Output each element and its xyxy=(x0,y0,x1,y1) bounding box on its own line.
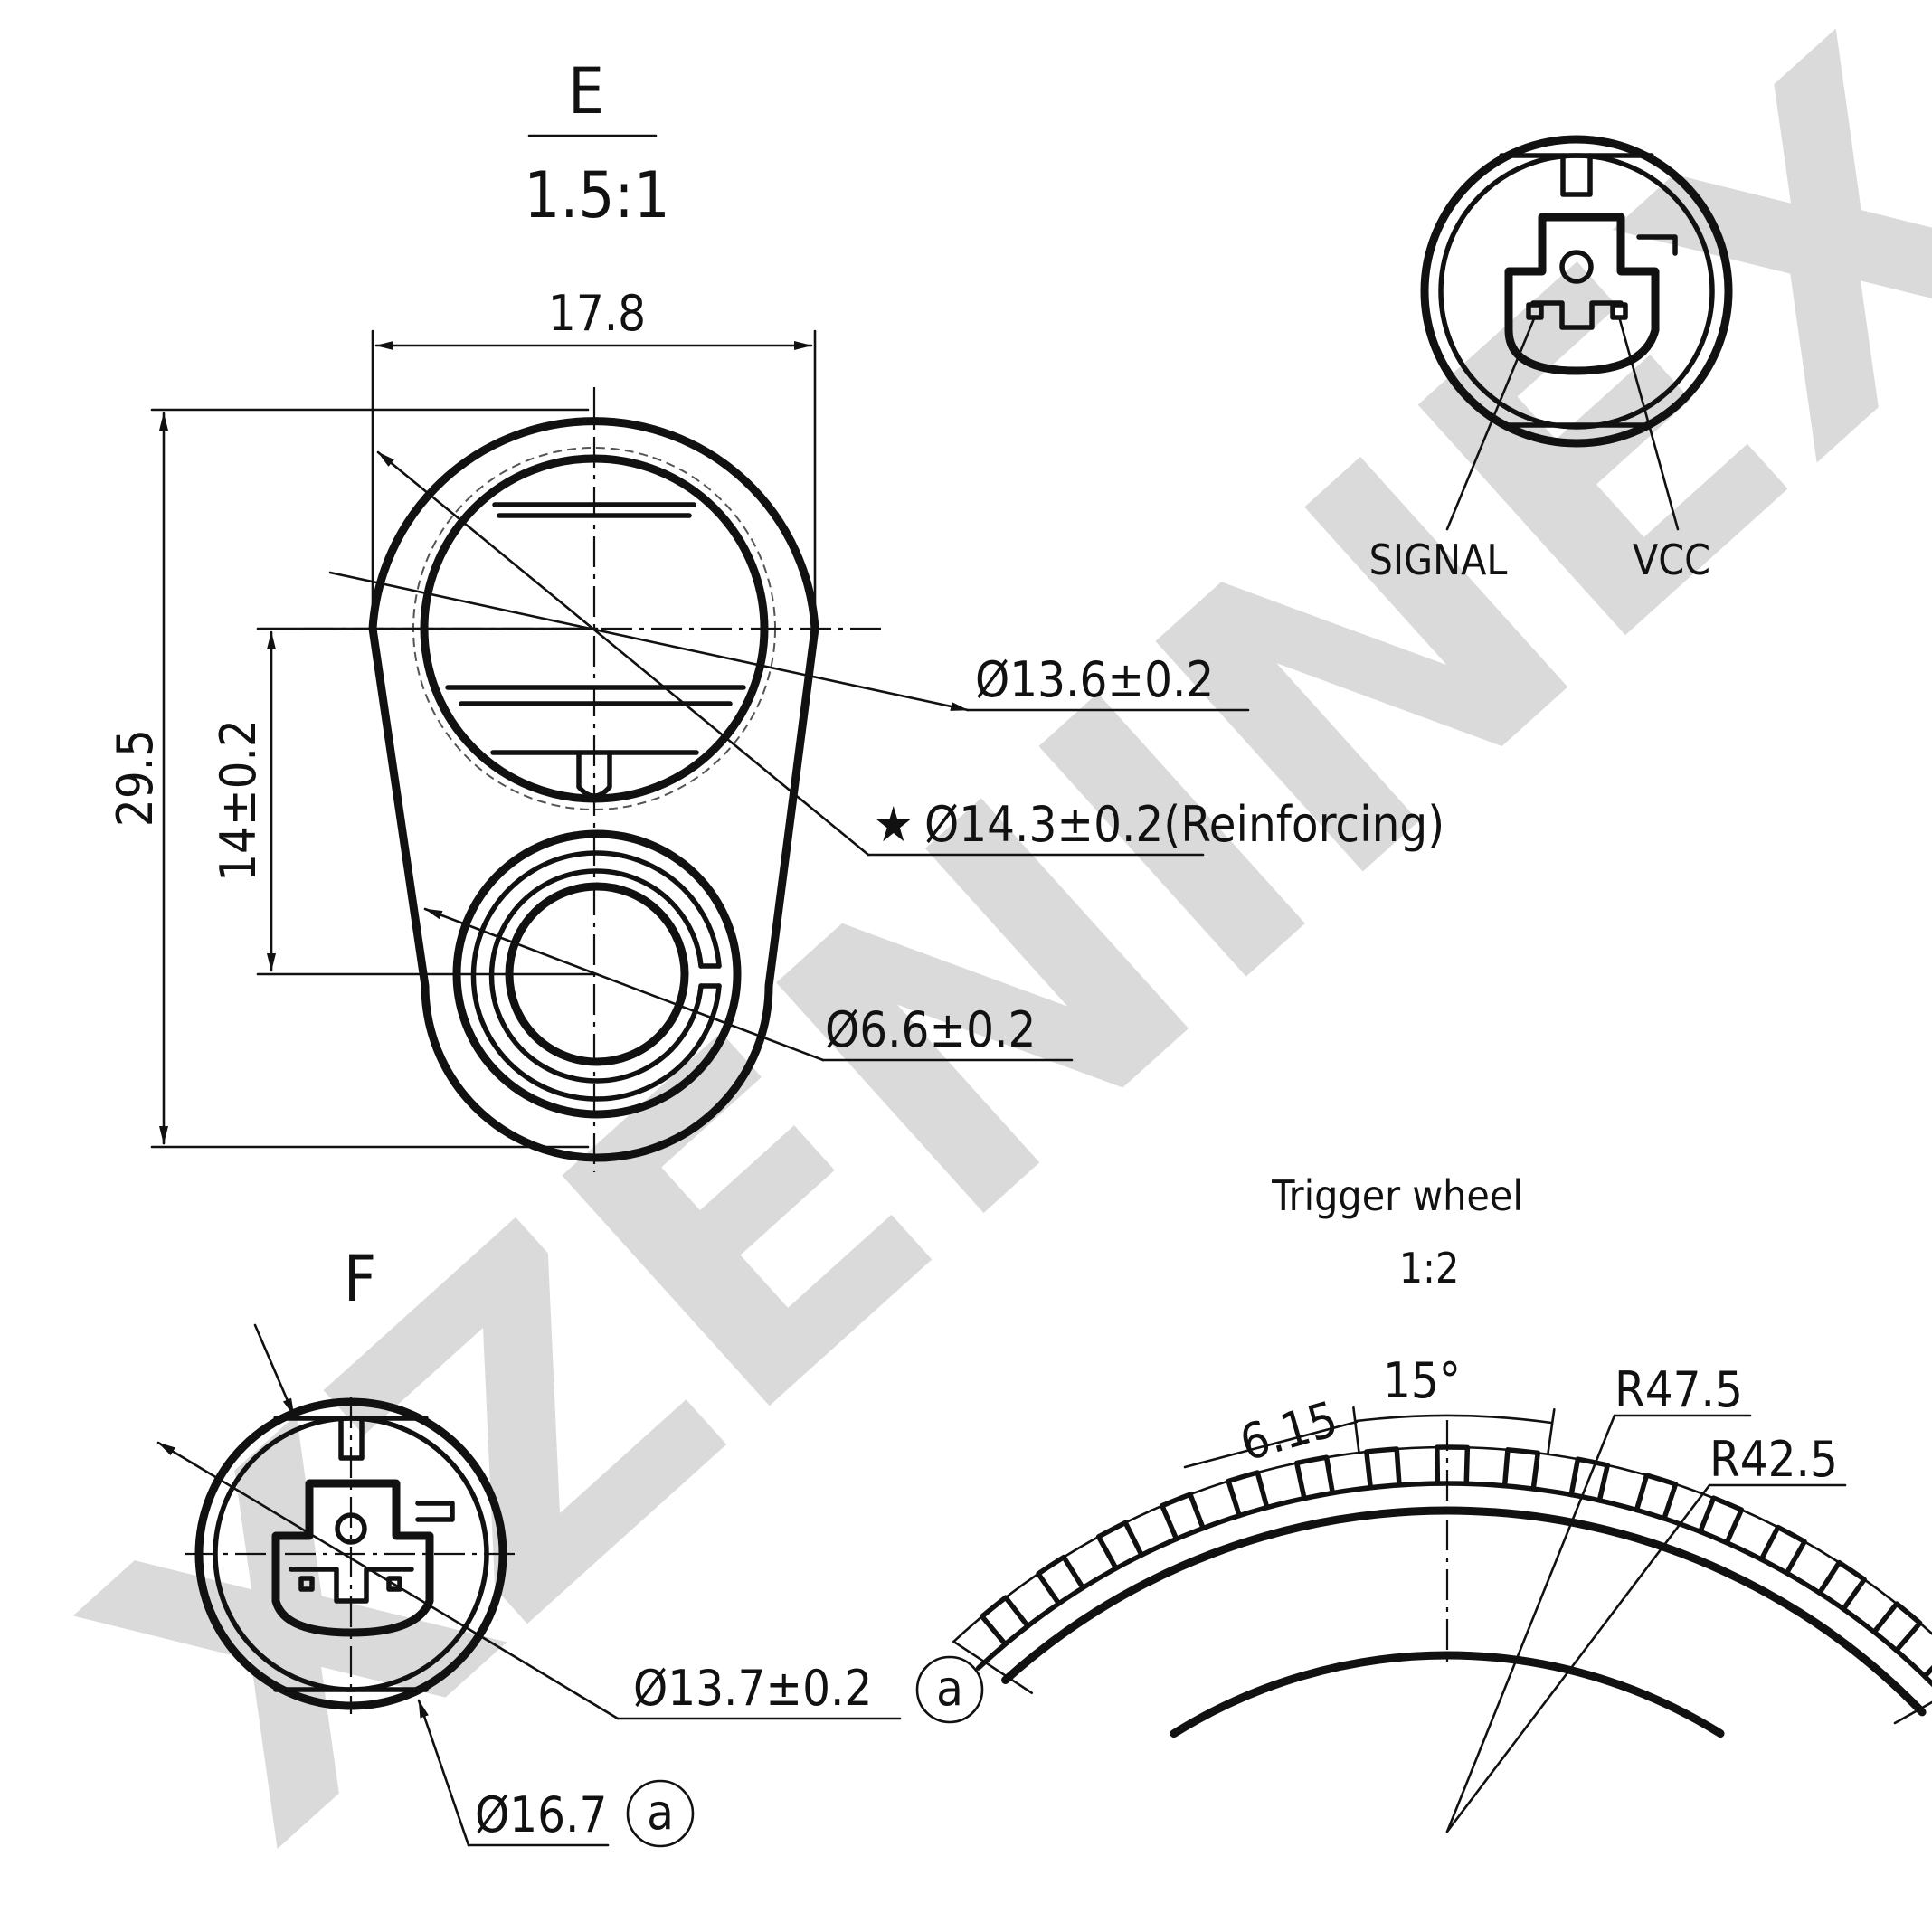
pinout-outer-ring xyxy=(1420,135,1733,448)
wheel-tooth xyxy=(1435,1444,1471,1487)
inner-radius-leader xyxy=(1445,1483,1711,1833)
angle-ext-right xyxy=(1547,1407,1556,1456)
wheel-tooth xyxy=(1922,1664,1932,1680)
tooth-dim-line xyxy=(1183,1420,1359,1469)
wheel-tooth xyxy=(1634,1473,1679,1521)
trigger-wheel-scale: 1:2 xyxy=(1399,1244,1460,1293)
wheel-tooth xyxy=(1568,1456,1610,1503)
reinforcing-callout-text: Ø14.3±0.2(Reinforcing) xyxy=(924,796,1444,853)
wheel-tooth xyxy=(1501,1447,1541,1492)
wheel-right-end xyxy=(1893,1700,1932,1725)
view-e-label: E xyxy=(568,54,604,128)
outer-diameter-leader-top xyxy=(253,1323,296,1417)
wheel-tooth xyxy=(1758,1524,1807,1576)
connector-pinout: SIGNAL VCC xyxy=(1369,135,1733,584)
height-dim-text: 29.5 xyxy=(107,729,164,827)
wheel-tooth xyxy=(1160,1492,1206,1542)
inner-radius-label: R42.5 xyxy=(1709,1431,1838,1488)
pinout-center-hole xyxy=(1559,250,1594,284)
mount-hole-bore xyxy=(505,882,689,1066)
view-f-tab xyxy=(415,1501,455,1522)
signal-leader xyxy=(1445,315,1537,531)
pinout-housing xyxy=(1504,213,1660,375)
outer-callout-mark: a xyxy=(647,1784,674,1841)
view-f-pin-right xyxy=(386,1576,402,1592)
outer-radius-leader xyxy=(1445,1414,1616,1833)
outer-radius-label: R47.5 xyxy=(1615,1361,1743,1418)
inner-callout-mark: a xyxy=(936,1660,963,1717)
reinforcing-star: ★ xyxy=(874,796,914,853)
pinout-pin-bridge xyxy=(1530,300,1624,330)
bore-callout-text: Ø13.6±0.2 xyxy=(975,651,1214,708)
outer-callout-text: Ø16.7 xyxy=(475,1786,607,1843)
mount-hole-callout-text: Ø6.6±0.2 xyxy=(825,1001,1036,1058)
signal-label: SIGNAL xyxy=(1369,535,1508,584)
angle-dim-arc xyxy=(1353,1414,1554,1425)
wheel-hub-arc xyxy=(1170,1651,1725,1738)
view-f-housing xyxy=(271,1479,434,1637)
view-f-pin-left xyxy=(298,1576,315,1592)
vcc-label: VCC xyxy=(1633,535,1710,584)
mount-hole-outer xyxy=(452,829,742,1119)
mount-hole-ring-2 xyxy=(488,868,704,1084)
width-dim-text: 17.8 xyxy=(548,285,646,342)
angle-ext-left xyxy=(1352,1406,1360,1454)
view-e: E 1.5:1 17.8 29.5 14±0.2 xyxy=(107,54,1444,1172)
view-f: F Ø13.7±0.2 a Ø16.7 a xyxy=(156,1242,984,1848)
mount-hole-ring-1 xyxy=(470,850,722,1102)
wheel-tooth xyxy=(1698,1495,1745,1546)
mount-hole-leader xyxy=(423,907,825,1062)
wheel-tooth xyxy=(1364,1446,1402,1491)
inner-diameter-leader xyxy=(156,1441,620,1720)
wheel-tooth xyxy=(1871,1601,1923,1653)
wheel-tooth xyxy=(1226,1470,1270,1519)
view-f-label: F xyxy=(344,1242,376,1316)
outer-callout-mark-circle xyxy=(626,1779,695,1848)
trigger-wheel-angle: 15° xyxy=(1383,1352,1461,1409)
pinout-tab xyxy=(1636,234,1678,256)
wheel-left-end xyxy=(952,1640,1034,1695)
wheel-band-arc xyxy=(975,1481,1932,1688)
housing-outline xyxy=(368,417,819,1162)
reinforcing-leader xyxy=(376,450,870,857)
outer-diameter-leader xyxy=(417,1699,470,1847)
trigger-wheel-title: Trigger wheel xyxy=(1271,1171,1523,1220)
inner-callout-text: Ø13.7±0.2 xyxy=(633,1660,872,1717)
trigger-wheel-profile xyxy=(952,1406,1932,1738)
watermark: XZENINEX xyxy=(7,0,1932,1928)
wheel-tooth xyxy=(980,1595,1031,1647)
wheel-root-arc xyxy=(1001,1506,1927,1717)
wheel-tooth xyxy=(1293,1454,1336,1501)
trigger-wheel: Trigger wheel 1:2 15° 6.15 R47.5 R42.5 xyxy=(952,1171,1932,1833)
pinout-key xyxy=(1560,153,1593,197)
wheel-tooth xyxy=(1036,1554,1086,1606)
inner-callout-mark-circle xyxy=(915,1655,984,1724)
view-e-scale: 1.5:1 xyxy=(524,158,669,232)
pitch-dim-text: 14±0.2 xyxy=(210,719,267,882)
wheel-tooth xyxy=(1095,1520,1144,1571)
vcc-leader xyxy=(1617,315,1680,531)
wheel-tooth xyxy=(1816,1559,1867,1612)
bore-diameter-leader xyxy=(328,571,970,712)
watermark-text: XZENINEX xyxy=(7,0,1932,1928)
